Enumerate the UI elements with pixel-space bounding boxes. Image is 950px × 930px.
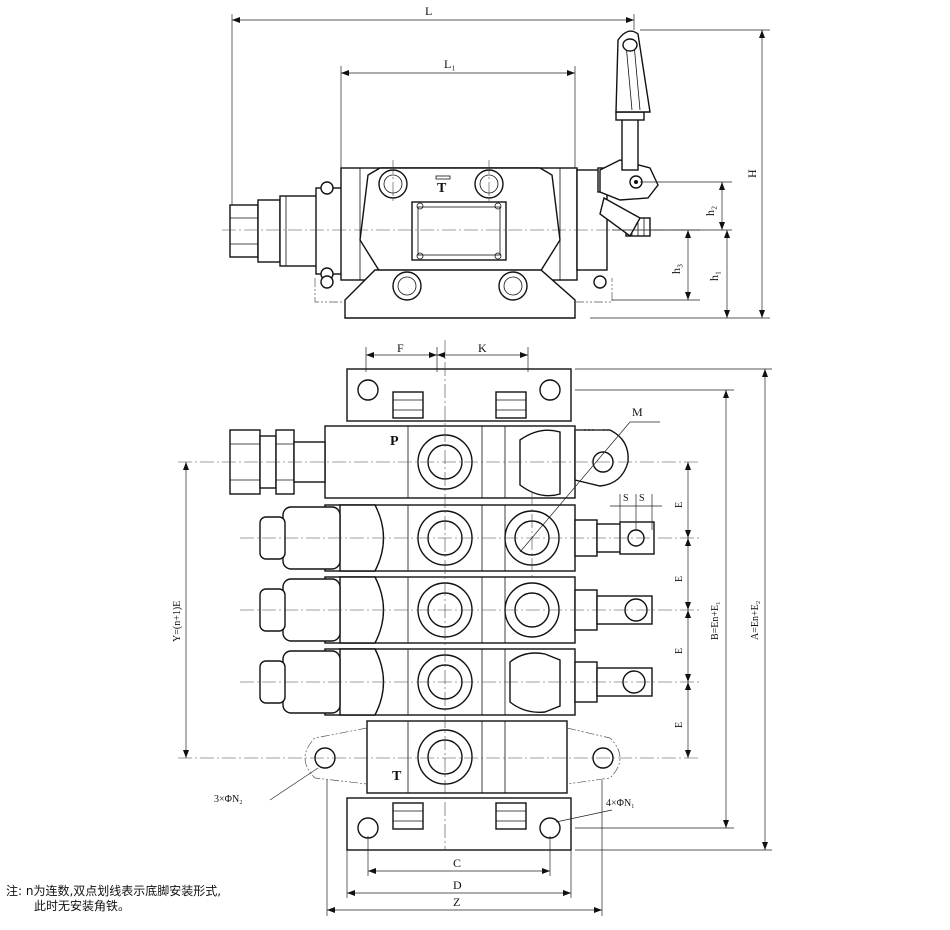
dim-K: K xyxy=(478,341,487,355)
dim-h3: h₃ xyxy=(669,264,683,274)
dim-M: M xyxy=(632,405,643,419)
plan-view: F K P xyxy=(172,340,772,916)
dim-h2: h₂ xyxy=(703,206,717,216)
dim-H: H xyxy=(745,169,759,178)
dim-S1: S xyxy=(623,493,629,504)
dim-E3: E xyxy=(674,648,685,654)
dim-Y: Y=(n+1)E xyxy=(172,601,183,642)
dim-E1: E xyxy=(674,502,685,508)
inlet-connector xyxy=(257,199,281,263)
bottom-mounting-plate xyxy=(346,797,572,851)
inlet-nut xyxy=(229,204,259,258)
dim-S2: S xyxy=(639,493,645,504)
top-port-T: T xyxy=(437,181,447,196)
dim-B: B=En+E₁ xyxy=(710,601,721,640)
dim-A: A=En+E₂ xyxy=(750,601,761,640)
dim-Z: Z xyxy=(453,895,460,909)
label-holes-n2: 3×ΦN₂ xyxy=(214,794,243,805)
footnote-line-1: 注: n为连数,双点划线表示底脚安装形式, xyxy=(6,884,222,898)
dim-E2: E xyxy=(674,576,685,582)
elevation-view: L L₁ T xyxy=(222,4,770,319)
dim-E4: E xyxy=(674,722,685,728)
dim-L1: L₁ xyxy=(444,57,456,71)
mounting-base xyxy=(344,269,576,319)
dim-C: C xyxy=(453,856,461,870)
lever-handle xyxy=(621,117,639,171)
dim-D: D xyxy=(453,878,462,892)
cover-plate xyxy=(411,201,507,261)
port-P: P xyxy=(390,434,399,449)
port-T: T xyxy=(392,769,402,784)
label-holes-n1: 4×ΦN₁ xyxy=(606,798,635,809)
footnote-line-2: 此时无安装角铁。 xyxy=(34,899,131,913)
dim-F: F xyxy=(397,341,404,355)
top-mounting-plate xyxy=(346,368,572,422)
dim-h1: h₁ xyxy=(707,271,721,281)
dim-L: L xyxy=(425,4,432,18)
footnote: 注: n为连数,双点划线表示底脚安装形式, 此时无安装角铁。 xyxy=(6,884,221,914)
